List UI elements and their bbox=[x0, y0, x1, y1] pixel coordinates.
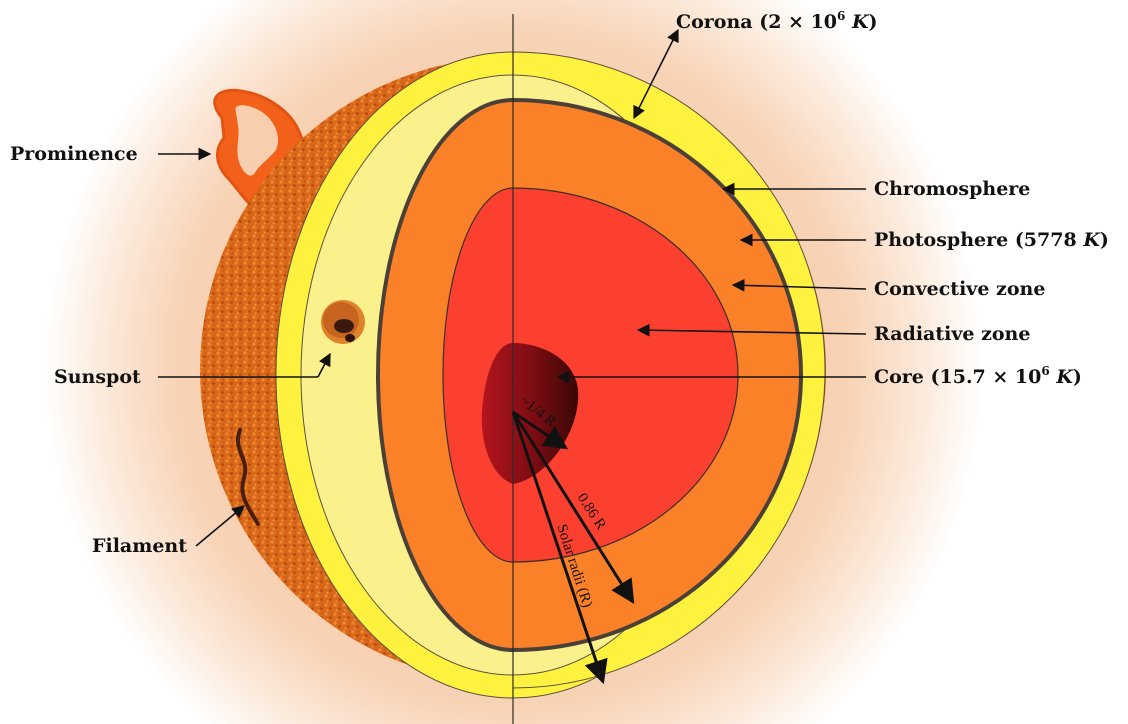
corona-label: Corona (2 × 106 K) bbox=[676, 9, 878, 33]
sunspot-label: Sunspot bbox=[54, 366, 141, 388]
prominence-label: Prominence bbox=[10, 143, 138, 165]
radiative-zone-label: Radiative zone bbox=[874, 323, 1030, 345]
photosphere-label: Photosphere (5778 K) bbox=[874, 229, 1109, 251]
filament-label: Filament bbox=[92, 535, 187, 557]
sunspot-shape bbox=[321, 300, 365, 344]
core-label: Core (15.7 × 106 K) bbox=[874, 364, 1082, 388]
convective-zone-label: Convective zone bbox=[874, 278, 1045, 300]
chromosphere-label: Chromosphere bbox=[874, 178, 1030, 200]
